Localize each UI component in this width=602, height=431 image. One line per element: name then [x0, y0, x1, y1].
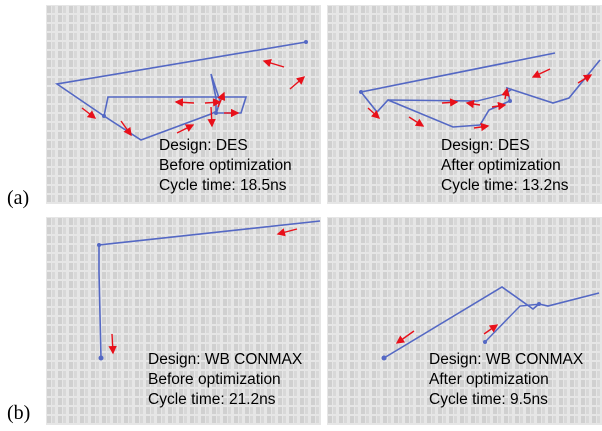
design-name: Design: WB CONMAX	[148, 351, 303, 368]
direction-arrows	[81, 58, 306, 137]
cycle-time: Cycle time: 9.5ns	[429, 391, 548, 408]
cycle-time: Cycle time: 21.2ns	[148, 391, 276, 408]
layout-diagram	[46, 217, 321, 425]
cycle-time: Cycle time: 18.5ns	[159, 177, 287, 194]
optimization-stage: Before optimization	[159, 157, 292, 174]
layout-panel-wbconmax-after: Design: WB CONMAX After optimization Cyc…	[327, 217, 602, 425]
panel-caption: Design: WB CONMAX After optimization Cyc…	[429, 350, 583, 410]
panel-caption: Design: WB CONMAX Before optimization Cy…	[148, 350, 302, 410]
design-name: Design: DES	[441, 137, 530, 154]
cycle-time: Cycle time: 13.2ns	[441, 177, 569, 194]
direction-arrows	[108, 228, 298, 355]
panel-caption: Design: DES After optimization Cycle tim…	[441, 136, 569, 196]
critical-path	[383, 286, 600, 359]
layout-panel-wbconmax-before: Design: WB CONMAX Before optimization Cy…	[46, 217, 321, 425]
critical-path	[98, 220, 321, 359]
layout-diagram	[46, 5, 321, 204]
optimization-stage: After optimization	[429, 371, 549, 388]
layout-panel-des-after: Design: DES After optimization Cycle tim…	[327, 5, 602, 204]
critical-path	[54, 41, 307, 141]
optimization-stage: Before optimization	[148, 371, 281, 388]
layout-panel-des-before: Design: DES Before optimization Cycle ti…	[46, 5, 321, 204]
direction-arrows	[395, 324, 499, 344]
layout-diagram	[327, 5, 602, 204]
row-label-a: (a)	[7, 187, 30, 209]
layout-diagram	[327, 217, 602, 425]
panel-caption: Design: DES Before optimization Cycle ti…	[159, 136, 292, 196]
row-label-b: (b)	[7, 402, 31, 424]
critical-path	[359, 52, 601, 128]
optimization-stage: After optimization	[441, 157, 561, 174]
design-name: Design: DES	[159, 137, 248, 154]
direction-arrows	[367, 68, 593, 132]
design-name: Design: WB CONMAX	[429, 351, 584, 368]
